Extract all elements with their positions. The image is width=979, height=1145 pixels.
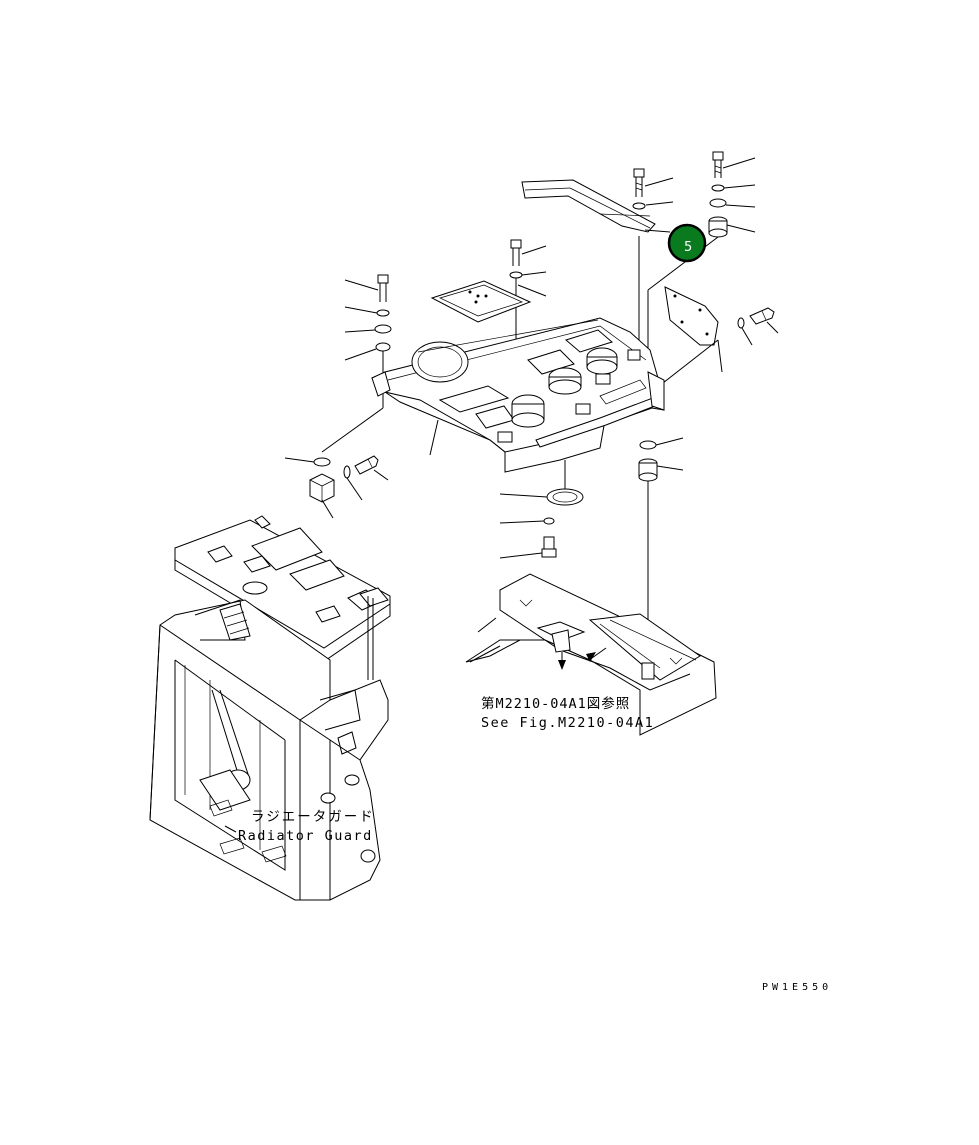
top-bolt-stack-left [632,168,674,355]
left-bolt-stack [321,274,392,453]
reference-label: 第M2210-04A1図参照 See Fig.M2210-04A1 [481,695,654,731]
top-cover-panel [371,317,665,492]
floor-frame [465,573,717,736]
radiator-guard-frame [149,515,391,901]
drawing-code: PW1E550 [762,982,832,993]
centre-ring-seal [499,488,584,559]
side-cover-plate [662,286,779,384]
radiator-guard-label-en: Radiator Guard [238,828,373,844]
radiator-guard-label-jp: ラジエータガード [251,809,375,825]
top-bracket-bar [521,179,656,233]
lower-right-spacer [638,437,684,665]
cover-plate-bolts [509,239,547,370]
left-bracket-block [284,455,389,519]
callout-5[interactable]: 5 [644,223,707,263]
callout-5-number: 5 [684,240,692,255]
inspection-cover [430,280,532,323]
top-bolt-stack-right [647,151,756,372]
callout-5-badge[interactable] [667,223,707,263]
radiator-guard-label: ラジエータガード Radiator Guard [238,809,375,844]
reference-label-en: See Fig.M2210-04A1 [481,715,654,731]
reference-label-jp: 第M2210-04A1図参照 [481,695,630,712]
